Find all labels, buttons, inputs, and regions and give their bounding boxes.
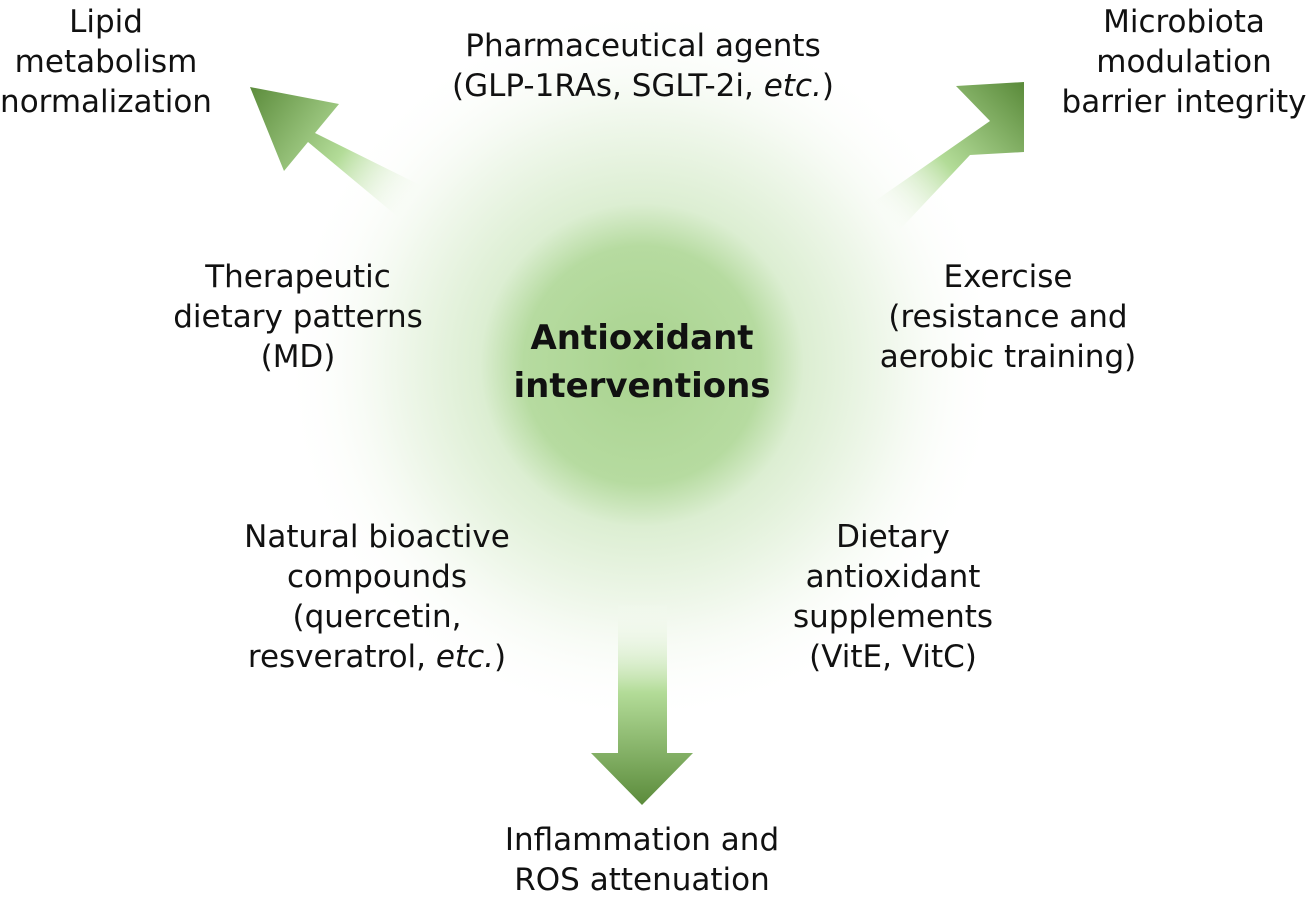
label-line: (VitE, VitC) (809, 639, 977, 675)
lipid-outcome-label: Lipid metabolism normalization (0, 2, 212, 122)
label-line: Lipid (69, 4, 143, 40)
label-text: (GLP-1RAs, SGLT-2i, (452, 68, 764, 104)
label-line: ROS attenuation (514, 862, 770, 898)
label-text: resveratrol, (247, 639, 436, 675)
label-text: ) (493, 639, 507, 675)
label-line: (GLP-1RAs, SGLT-2i, etc.) (430, 66, 856, 106)
label-line: Microbiota (1103, 4, 1265, 40)
label-line: normalization (0, 84, 212, 120)
label-italic: etc. (435, 639, 494, 675)
label-line: Natural bioactive (244, 519, 510, 555)
center-title-line: Antioxidant (530, 318, 754, 358)
label-italic: etc. (763, 68, 822, 104)
label-line: (MD) (260, 339, 336, 375)
label-line: barrier integrity (1061, 84, 1307, 120)
inflammation-arrow (591, 605, 693, 805)
exercise-label: Exercise (resistance and aerobic trainin… (860, 257, 1156, 377)
label-text: ) (821, 68, 834, 104)
therapeutic-diet-label: Therapeutic dietary patterns (MD) (160, 257, 436, 377)
microbiota-outcome-label: Microbiota modulation barrier integrity (1060, 2, 1308, 122)
label-line: Pharmaceutical agents (465, 28, 821, 64)
label-line: Dietary (836, 519, 950, 555)
microbiota-arrow (862, 82, 1024, 240)
center-title: Antioxidant interventions (492, 314, 792, 410)
label-line: supplements (792, 599, 994, 635)
natural-compounds-label: Natural bioactive compounds (quercetin, … (236, 517, 518, 677)
label-line: antioxidant (805, 559, 981, 595)
supplements-label: Dietary antioxidant supplements (VitE, V… (778, 517, 1008, 677)
label-line: Therapeutic (205, 259, 391, 295)
label-line: dietary patterns (173, 299, 423, 335)
label-line: metabolism (14, 44, 198, 80)
label-line: compounds (287, 559, 467, 595)
label-line: (quercetin, (292, 599, 462, 635)
label-line: Inflammation and (504, 822, 780, 858)
lipid-arrow (250, 87, 430, 222)
label-line: resveratrol, etc.) (236, 637, 518, 677)
pharmaceutical-agents-label: Pharmaceutical agents (GLP-1RAs, SGLT-2i… (430, 26, 856, 106)
center-title-line: interventions (513, 366, 771, 406)
label-line: (resistance and (888, 299, 1128, 335)
label-line: aerobic training) (879, 339, 1137, 375)
label-line: modulation (1096, 44, 1272, 80)
inflammation-outcome-label: Inflammation and ROS attenuation (494, 820, 790, 900)
label-line: Exercise (943, 259, 1073, 295)
